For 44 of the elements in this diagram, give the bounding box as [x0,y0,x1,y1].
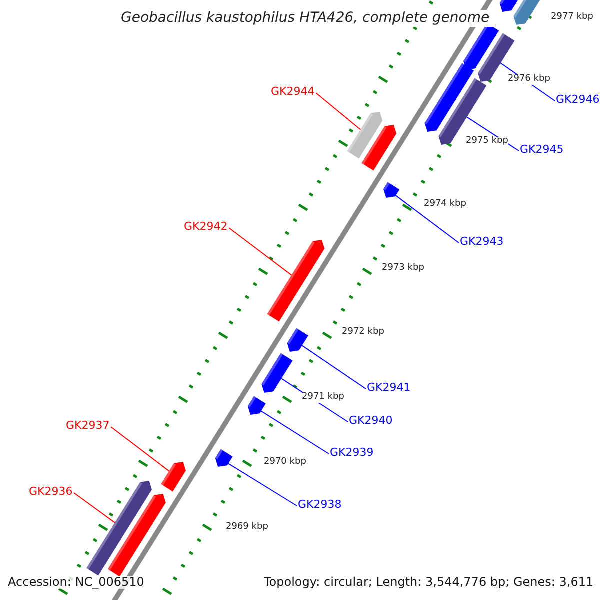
gene-bar [248,396,266,415]
scale-label: 2976 kbp [508,75,550,85]
gene-label: GK2937 [66,420,110,432]
scale-label: 2974 kbp [424,200,466,210]
gene-bar [108,494,166,577]
gene-label: GK2939 [330,447,374,460]
leader-line [395,195,460,244]
gene-label: GK2936 [29,486,73,498]
gene-label: GK2938 [298,499,342,512]
scale-label: 2969 kbp [226,523,268,533]
scale-label: 2975 kbp [466,137,508,147]
leader-line [74,492,116,524]
gene-bar [500,0,521,12]
leader-line [110,426,170,472]
gene-bar [424,63,474,132]
gene-label: GK2942 [184,221,228,234]
leader-line [228,463,298,506]
gene-bar [362,125,397,171]
gene-bar [514,0,543,25]
gene-bar [262,353,293,393]
scale-label: 2971 kbp [302,393,344,403]
gene-label: GK2943 [460,236,504,248]
gene-bar [347,112,383,159]
scale-label: 2977 kbp [551,13,594,23]
gene-bar [267,240,325,322]
leader-line [316,92,362,130]
gene-label: GK2945 [520,144,564,156]
gene-bar [161,462,186,492]
leader-line [228,228,292,276]
scale-label: 2970 kbp [264,458,306,468]
gene-label: GK2944 [271,86,315,98]
gene-bar [215,449,233,467]
leader-line [260,410,330,454]
gene-bar [287,328,308,352]
accession-text: Accession: NC_006510 [8,576,144,589]
gene-bar [86,481,152,576]
scale-label: 2973 kbp [382,264,424,274]
gene-label: GK2946 [556,94,600,106]
gene-label: GK2940 [349,415,393,428]
scale-label: 2972 kbp [342,328,384,338]
genome-info-text: Topology: circular; Length: 3,544,776 bp; Genes: 3,611 [264,576,594,589]
gene-bar [384,182,400,198]
gene-bar [438,78,487,145]
gene-label: GK2941 [367,382,411,394]
